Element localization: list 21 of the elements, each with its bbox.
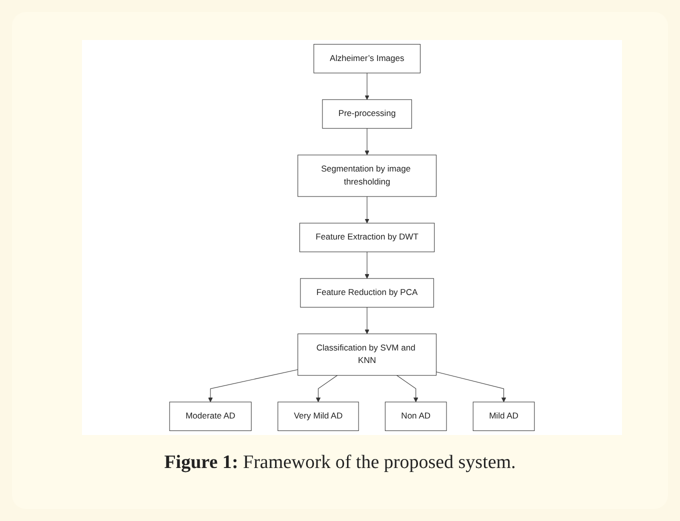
arrow: [436, 372, 506, 402]
node-box: [298, 154, 436, 197]
node-box: [298, 334, 436, 376]
arrow: [364, 306, 370, 334]
node-box: [322, 99, 412, 129]
node-box: [169, 402, 252, 431]
figure-caption: Figure 1: Framework of the proposed system.: [164, 452, 516, 473]
node-box: [300, 278, 434, 308]
arrow: [396, 375, 418, 402]
arrow: [316, 375, 338, 402]
node-box: [314, 44, 420, 74]
node-box: [299, 222, 435, 252]
arrow: [208, 369, 298, 402]
arrow: [364, 196, 370, 224]
arrow: [364, 72, 370, 100]
node-box: [472, 402, 535, 431]
node-box: [278, 402, 359, 431]
arrow: [364, 128, 370, 156]
card-background: Alzheimer’s Images Pre-processing Segmentation by image thresholding Feature Extraction by DWT Feature Reduction by PCA Classification by SVM and KNN Moderate AD Very Mild AD Non AD Mild AD Figure 1: Framework of the proposed system.: [12, 12, 668, 509]
arrow: [364, 252, 370, 279]
node-box: [384, 402, 447, 431]
